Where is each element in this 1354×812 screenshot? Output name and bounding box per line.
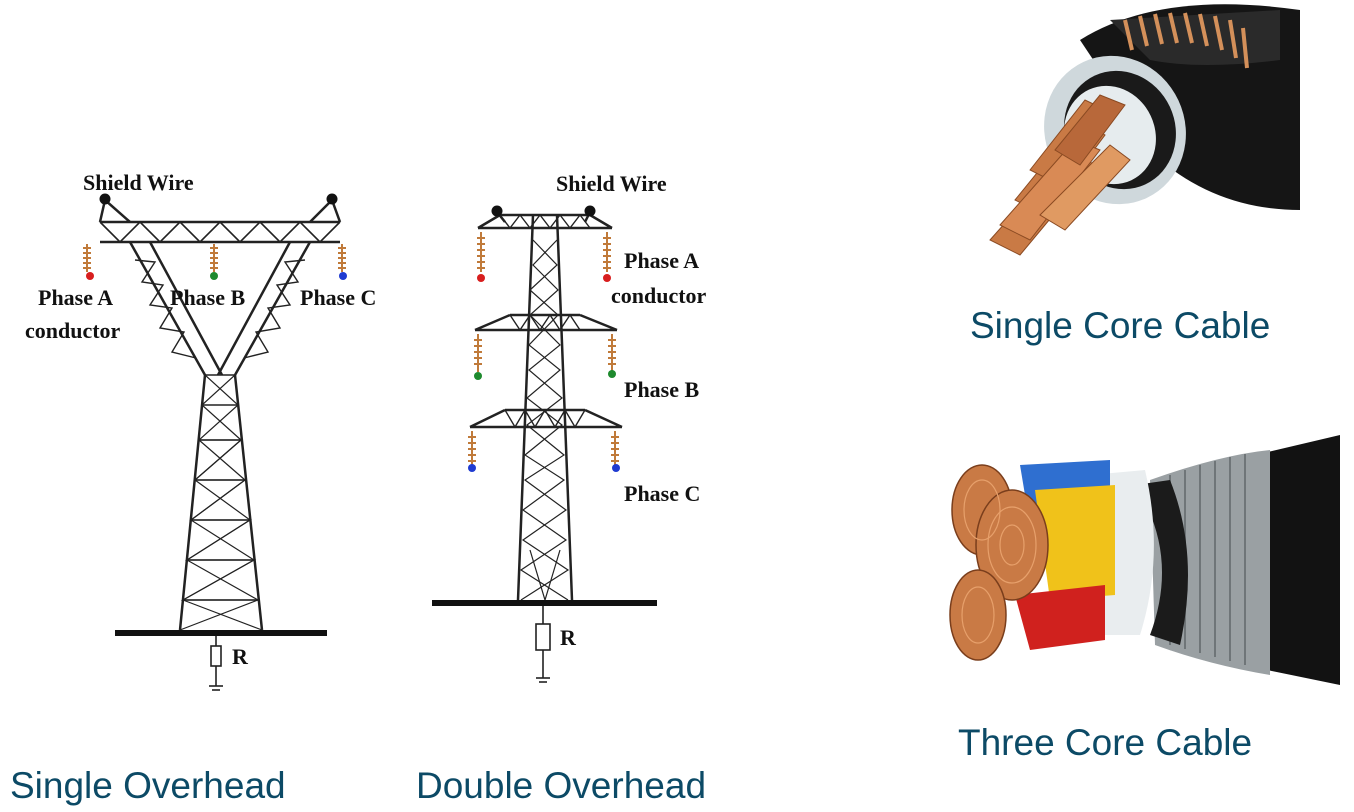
phase-a-label: Phase A	[624, 248, 699, 273]
three-core-cable-image	[940, 435, 1340, 685]
phase-a-conductor-label: conductor	[25, 318, 121, 343]
phase-b-label: Phase B	[170, 285, 246, 310]
conductor-phase-b-right	[608, 370, 616, 378]
phase-c-label: Phase C	[624, 481, 700, 506]
single-overhead-tower-svg: Shield Wire Phase A conductor Phase B Ph…	[25, 170, 376, 691]
tower-mast	[516, 214, 574, 601]
shield-wire-left	[99, 193, 111, 205]
shield-wire-left	[491, 205, 503, 217]
top-crossarm	[477, 213, 613, 230]
single-overhead-diagram: Shield Wire Phase A conductor Phase B Ph…	[0, 0, 400, 700]
middle-crossarm	[474, 313, 618, 332]
conductor-phase-c-right	[612, 464, 620, 472]
insulator-c	[338, 244, 346, 272]
single-core-cable-caption: Single Core Cable	[970, 305, 1271, 346]
shield-wire-right	[584, 205, 596, 217]
double-overhead-tower-svg: Shield Wire Phase A conductor Phase B Ph…	[432, 171, 707, 683]
phase-a-conductor-label: conductor	[611, 283, 707, 308]
grounding-resistor	[535, 623, 551, 651]
double-overhead-caption: Double Overhead	[416, 765, 707, 806]
conductor-phase-a-left	[477, 274, 485, 282]
double-overhead-diagram: Shield Wire Phase A conductor Phase B Ph…	[420, 0, 760, 700]
tower-leg-right-upper	[216, 241, 312, 376]
conductor-phase-c-left	[468, 464, 476, 472]
resistor-label: R	[232, 644, 249, 669]
tower-body	[178, 374, 264, 631]
shield-wire-label: Shield Wire	[556, 171, 667, 196]
ground-line	[115, 630, 327, 636]
tower-leg-left-upper	[128, 241, 224, 376]
single-core-cable-svg	[989, 4, 1300, 256]
phase-a-label: Phase A	[38, 285, 113, 310]
insulator-b	[210, 244, 218, 272]
ground-line	[432, 600, 657, 606]
shield-wire-label: Shield Wire	[83, 170, 194, 195]
insulator-a	[83, 244, 91, 272]
conductor-phase-b-left	[474, 372, 482, 380]
three-core-cable-caption: Three Core Cable	[958, 722, 1253, 763]
copper-core-bottom	[949, 569, 1007, 661]
resistor-label: R	[560, 625, 577, 650]
conductor-phase-b	[210, 272, 218, 280]
shield-wire-right	[326, 193, 338, 205]
single-core-cable-image	[960, 0, 1350, 265]
conductor-phase-a-right	[603, 274, 611, 282]
phase-c-label: Phase C	[300, 285, 376, 310]
three-core-cable-svg	[949, 435, 1340, 685]
conductor-phase-c	[339, 272, 347, 280]
phase-b-label: Phase B	[624, 377, 700, 402]
single-overhead-caption: Single Overhead	[10, 765, 286, 806]
conductor-phase-a	[86, 272, 94, 280]
grounding-resistor	[210, 645, 222, 667]
copper-core-middle	[975, 489, 1049, 601]
